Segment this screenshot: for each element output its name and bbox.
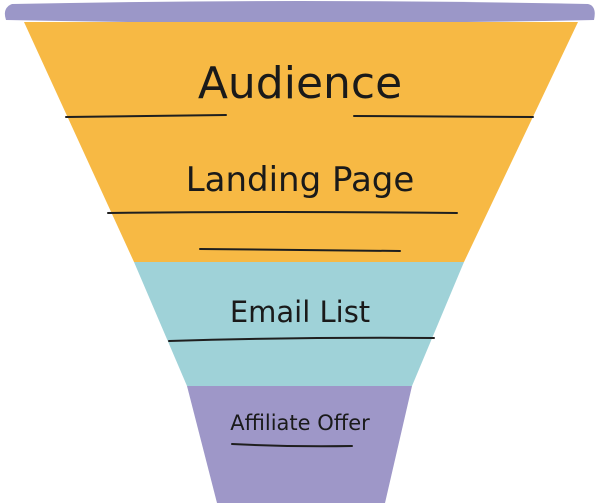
funnel-band-email-list [134,262,464,386]
audience-underline-left [65,114,227,118]
affiliate-offer-underline [231,443,353,448]
landing-page-underline [107,211,458,214]
landing-band-divider [199,248,401,252]
audience-underline-right [353,115,534,118]
funnel-band-audience [24,22,578,262]
stage-label-audience: Audience [197,58,403,109]
stage-label-affiliate-offer: Affiliate Offer [230,411,370,435]
funnel-band-affiliate-offer [187,386,412,503]
stage-label-email-list: Email List [229,295,371,329]
funnel-rim [4,1,595,23]
email-list-underline [168,336,435,342]
stage-label-landing-page: Landing Page [185,160,415,200]
